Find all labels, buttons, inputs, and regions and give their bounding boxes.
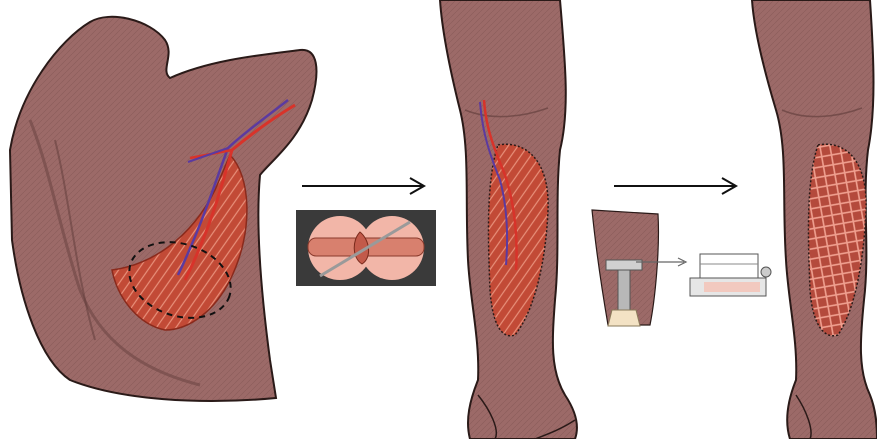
graft-harvest-inset — [592, 210, 771, 326]
arrow-donor-to-inset — [302, 178, 424, 194]
arrow-inset-to-result — [614, 178, 736, 194]
donor-back-panel — [10, 17, 316, 401]
leg-flap-panel — [440, 0, 577, 439]
dermatome-grip — [608, 310, 640, 326]
anastomosis-inset — [296, 210, 436, 286]
dermatome-handle — [618, 270, 630, 310]
leg-result-panel — [752, 0, 877, 439]
skin-mesher — [690, 254, 771, 296]
